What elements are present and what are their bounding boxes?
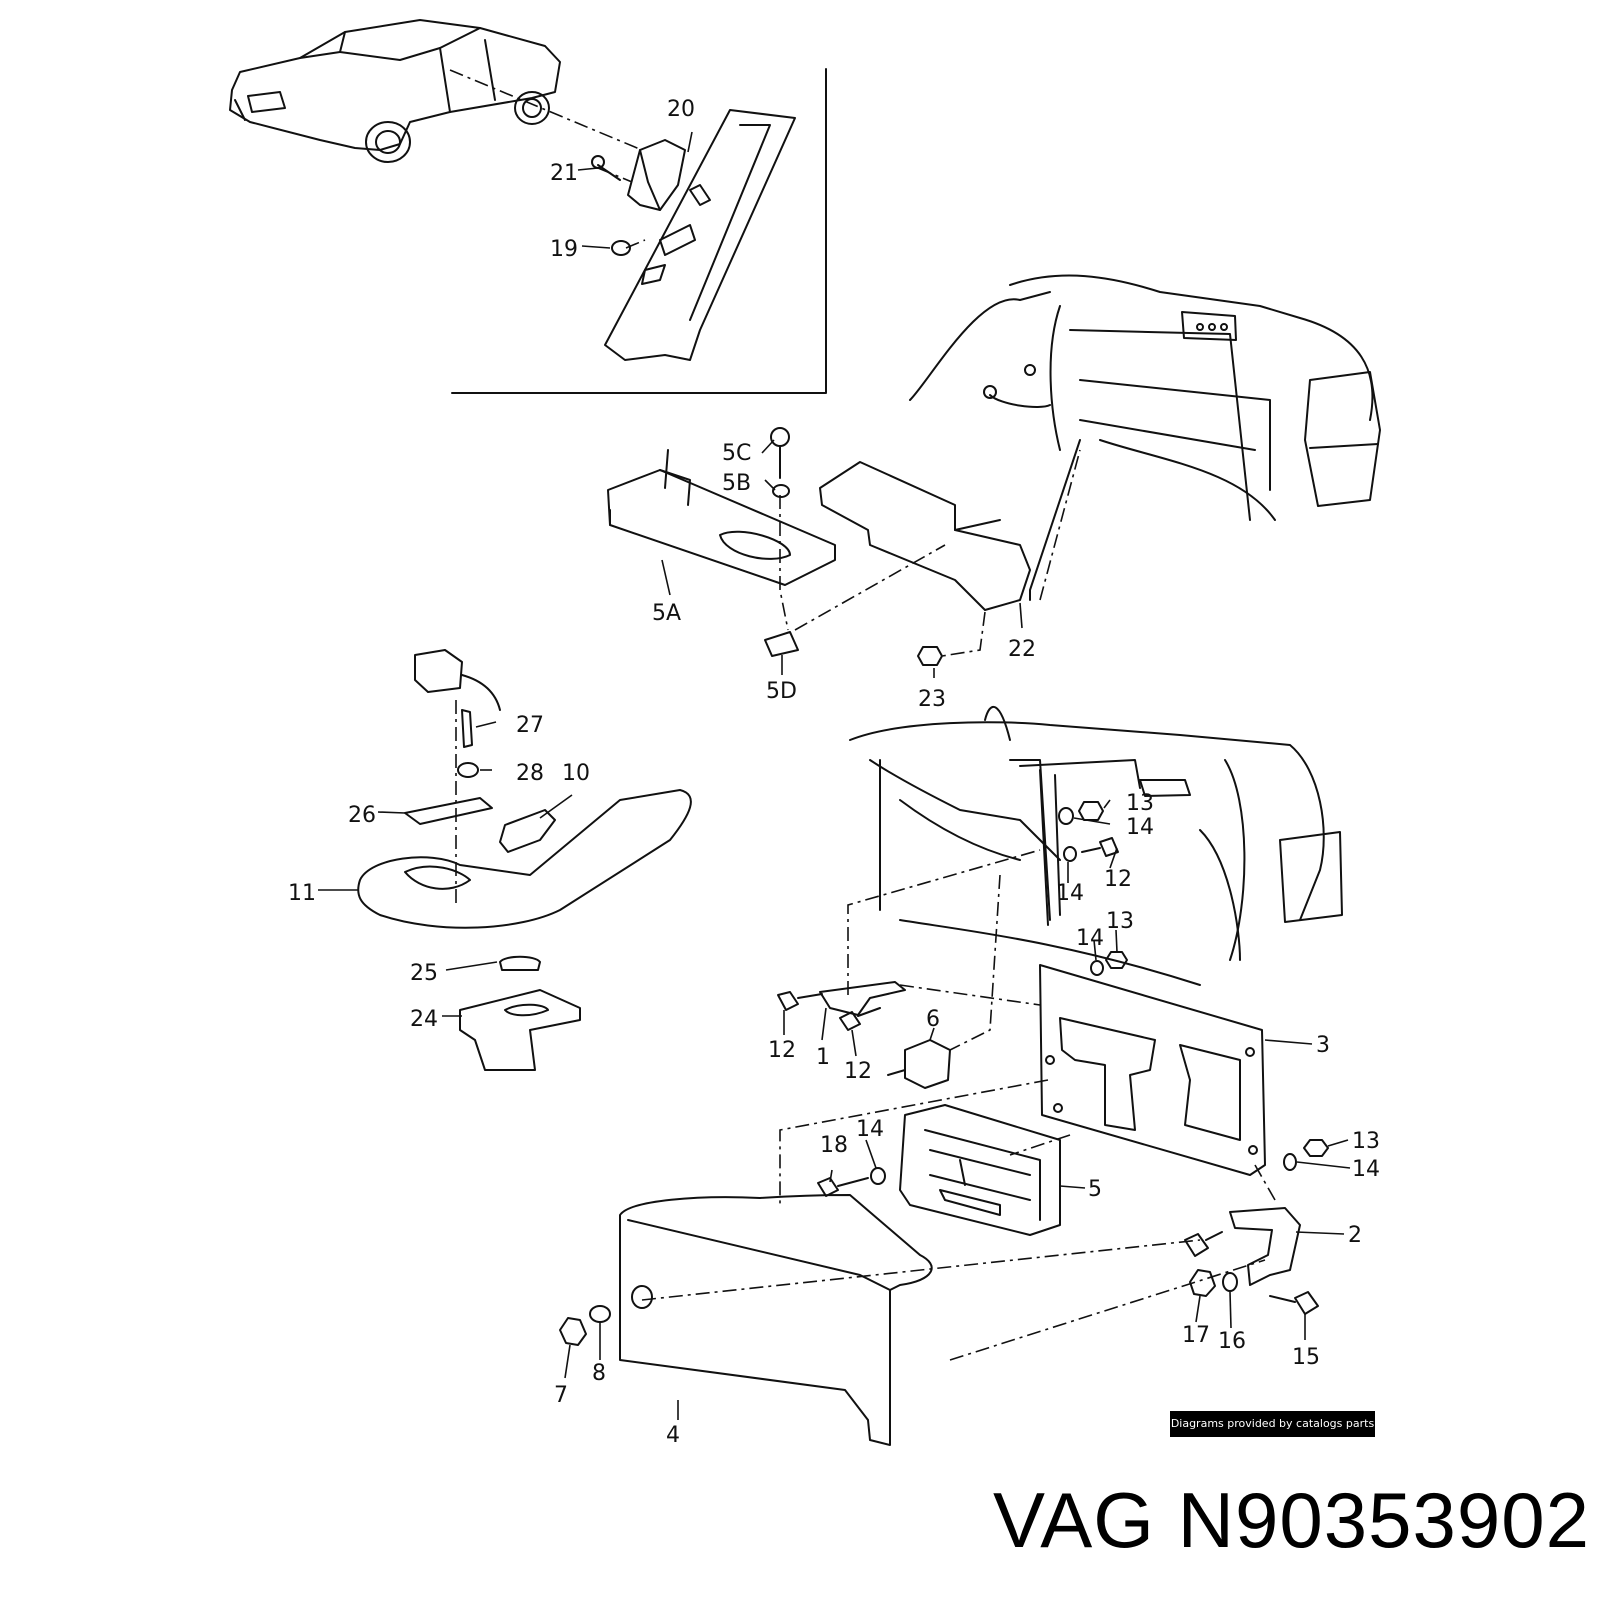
callout-13-top: 13 bbox=[1126, 791, 1154, 816]
part-27-plug bbox=[414, 649, 501, 748]
diagram-credit-badge: Diagrams provided by catalogs parts bbox=[1170, 1411, 1375, 1437]
trunk-view-lower bbox=[849, 705, 1343, 986]
callout-14-mid2: 14 bbox=[1076, 926, 1104, 951]
callout-15: 15 bbox=[1292, 1345, 1320, 1370]
part-28-washer bbox=[457, 762, 479, 778]
part-26-plate bbox=[404, 797, 493, 825]
callout-14-mid: 14 bbox=[1056, 881, 1084, 906]
callout-13-right: 13 bbox=[1352, 1129, 1380, 1154]
part-14-washer-top bbox=[1058, 807, 1074, 825]
part-6-block bbox=[887, 1039, 951, 1089]
part-7-nut bbox=[559, 1317, 587, 1346]
callout-5d: 5D bbox=[766, 679, 797, 704]
callout-4: 4 bbox=[666, 1423, 680, 1448]
part-3-plate bbox=[1039, 964, 1266, 1176]
callout-5: 5 bbox=[1088, 1177, 1102, 1202]
callout-13-mid: 13 bbox=[1106, 909, 1134, 934]
part-16-washer bbox=[1222, 1272, 1238, 1292]
callout-28: 28 bbox=[516, 761, 544, 786]
part-10-latch bbox=[499, 809, 556, 853]
part-13-nut-mid bbox=[1105, 951, 1128, 969]
part-14-washer-mid2 bbox=[1090, 960, 1104, 976]
part-22-bracket bbox=[819, 461, 1031, 611]
callout-14-low: 14 bbox=[856, 1117, 884, 1142]
callout-18: 18 bbox=[820, 1133, 848, 1158]
part-2-bracket bbox=[1229, 1207, 1301, 1286]
part-12-bolt-center bbox=[839, 1007, 881, 1031]
callout-25: 25 bbox=[410, 961, 438, 986]
part-5-frame bbox=[899, 1104, 1061, 1236]
callout-26: 26 bbox=[348, 803, 376, 828]
callout-7: 7 bbox=[554, 1383, 568, 1408]
callout-12-left: 12 bbox=[768, 1038, 796, 1063]
part-5a-tray bbox=[607, 449, 836, 586]
part-1-bracket bbox=[819, 981, 906, 1016]
part-14-washer-mid bbox=[1063, 846, 1077, 862]
part-12-bolt-left bbox=[777, 991, 823, 1011]
callout-1: 1 bbox=[816, 1045, 830, 1070]
part-5c-screw bbox=[770, 427, 790, 479]
callout-16: 16 bbox=[1218, 1329, 1246, 1354]
pillar-trim bbox=[604, 109, 796, 361]
part-12-bolt-top bbox=[1081, 837, 1119, 857]
leader-lines bbox=[318, 131, 1351, 1420]
callout-12-center: 12 bbox=[844, 1059, 872, 1084]
part-4-panel bbox=[619, 1194, 933, 1446]
trunk-bracket-lines bbox=[1039, 769, 1061, 926]
callout-14-right: 14 bbox=[1352, 1157, 1380, 1182]
part-17-nut bbox=[1189, 1269, 1216, 1297]
callout-22: 22 bbox=[1008, 637, 1036, 662]
part-11-armrest bbox=[357, 789, 692, 929]
callout-8: 8 bbox=[592, 1361, 606, 1386]
part-15-bolt bbox=[1269, 1291, 1319, 1315]
part-5d-clip bbox=[764, 631, 799, 657]
part-bolt-upper-left bbox=[1184, 1231, 1223, 1257]
part-14-washer bbox=[870, 1167, 886, 1185]
callout-5b: 5B bbox=[722, 471, 751, 496]
callout-20: 20 bbox=[667, 97, 695, 122]
callout-10: 10 bbox=[562, 761, 590, 786]
part-18-bolt bbox=[817, 1177, 869, 1197]
callout-17: 17 bbox=[1182, 1323, 1210, 1348]
callout-labels: 20 21 19 5C 5B 5A 5D 22 23 27 28 10 26 1… bbox=[288, 97, 1380, 1448]
inset-frame bbox=[451, 68, 827, 394]
callout-2: 2 bbox=[1348, 1223, 1362, 1248]
part-5b-washer bbox=[772, 484, 790, 498]
callout-19: 19 bbox=[550, 237, 578, 262]
car-illustration bbox=[229, 19, 561, 163]
callout-5a: 5A bbox=[652, 601, 681, 626]
callout-27: 27 bbox=[516, 713, 544, 738]
callout-23: 23 bbox=[918, 687, 946, 712]
callout-21: 21 bbox=[550, 161, 578, 186]
part-8-washer bbox=[589, 1305, 611, 1323]
callout-12-right: 12 bbox=[1104, 867, 1132, 892]
callout-3: 3 bbox=[1316, 1033, 1330, 1058]
part-24-bracket bbox=[459, 989, 581, 1071]
part-13-nut-top bbox=[1078, 801, 1104, 821]
part-number-title: VAG N90353902 bbox=[993, 1476, 1590, 1564]
callout-14-top: 14 bbox=[1126, 815, 1154, 840]
callout-6: 6 bbox=[926, 1007, 940, 1032]
callout-5c: 5C bbox=[722, 441, 751, 466]
callout-11: 11 bbox=[288, 881, 316, 906]
part-14-washer-right bbox=[1283, 1153, 1297, 1171]
trunk-view-upper bbox=[909, 274, 1381, 601]
callout-24: 24 bbox=[410, 1007, 438, 1032]
part-25-cap bbox=[499, 955, 541, 971]
part-13-nut-right bbox=[1303, 1139, 1329, 1157]
part-19-clip bbox=[611, 240, 631, 256]
assembly-lines bbox=[449, 69, 1276, 1361]
part-20-bracket bbox=[627, 139, 686, 211]
part-23-nut bbox=[917, 646, 943, 666]
